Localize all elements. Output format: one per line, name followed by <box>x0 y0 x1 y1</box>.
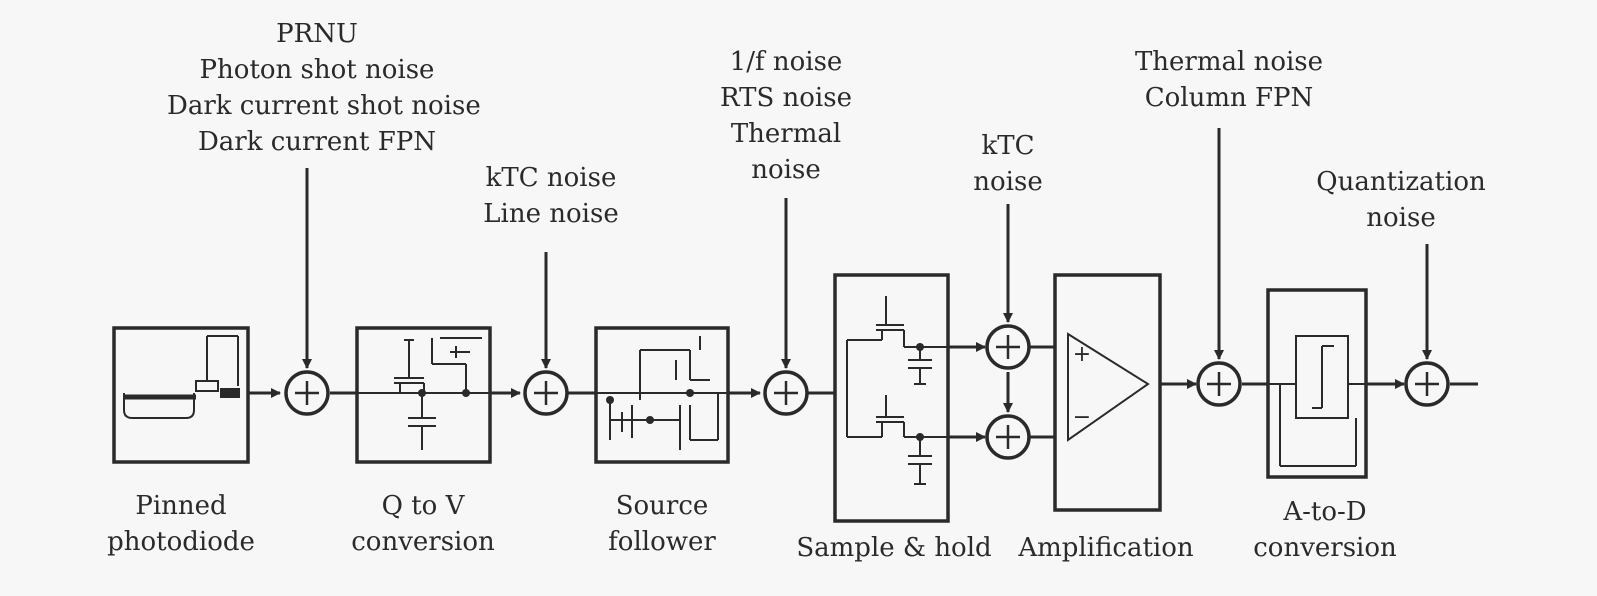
noise-quantization: Quantization <box>1316 167 1486 197</box>
summing-node-5 <box>1196 361 1242 407</box>
block-label-amplification-l1: Amplification <box>1018 533 1194 563</box>
block-label-source-follower: Source follower <box>582 488 742 560</box>
block-label-source-follower-l1: Source <box>615 491 709 521</box>
block-label-amplification: Amplification <box>1014 530 1198 566</box>
noise-thermal-1: Thermal <box>730 119 842 149</box>
noise-quantization-b: noise <box>1366 203 1436 233</box>
summing-node-4a <box>985 324 1031 370</box>
noise-dark-current-shot: Dark current shot noise <box>167 91 481 121</box>
noise-label-photodiode: PRNU Photon shot noise Dark current shot… <box>167 16 481 160</box>
block-label-sample-hold-l1: Sample & hold <box>796 533 992 563</box>
noise-line: Line noise <box>483 199 619 229</box>
summing-node-3 <box>763 370 809 416</box>
noise-photon-shot: Photon shot noise <box>199 55 435 85</box>
noise-thermal-2: Thermal noise <box>1134 47 1324 77</box>
noise-label-source-follower: 1/f noise RTS noise Thermal noise <box>711 44 861 188</box>
noise-column-fpn: Column FPN <box>1144 83 1314 113</box>
noise-label-sample-hold: kTC noise <box>958 128 1058 200</box>
noise-ktc-1: kTC noise <box>485 163 617 193</box>
block-pinned-photodiode <box>112 326 250 464</box>
block-label-q-to-v-l1: Q to V <box>381 491 465 521</box>
block-label-adc-l2: conversion <box>1253 533 1397 563</box>
block-label-adc-l1: A-to-D <box>1283 497 1367 527</box>
block-source-follower <box>594 326 730 464</box>
noise-dark-current-fpn: Dark current FPN <box>197 127 437 157</box>
block-label-source-follower-l2: follower <box>608 527 716 557</box>
block-label-photodiode-l1: Pinned <box>135 491 227 521</box>
summing-node-6 <box>1404 361 1450 407</box>
block-label-photodiode: Pinned photodiode <box>96 488 266 560</box>
amp-minus-sign: − <box>1073 405 1091 430</box>
noise-ktc-2b: noise <box>973 167 1043 197</box>
block-amplification <box>1053 273 1162 512</box>
noise-label-adc: Quantization noise <box>1309 164 1493 236</box>
noise-1f: 1/f noise <box>729 47 843 77</box>
noise-thermal-1b: noise <box>751 155 821 185</box>
block-label-q-to-v: Q to V conversion <box>338 488 508 560</box>
noise-label-reset: kTC noise Line noise <box>466 160 636 232</box>
summing-node-4b <box>985 414 1031 460</box>
block-adc <box>1266 288 1368 479</box>
summing-node-1 <box>284 370 330 416</box>
noise-ktc-2: kTC <box>981 131 1035 161</box>
summing-node-2 <box>523 370 569 416</box>
amp-plus-sign: + <box>1073 342 1091 367</box>
block-label-sample-hold: Sample & hold <box>796 530 992 566</box>
block-label-adc: A-to-D conversion <box>1242 494 1408 566</box>
noise-rts: RTS noise <box>720 83 852 113</box>
block-sample-hold <box>833 273 950 523</box>
noise-label-column: Thermal noise Column FPN <box>1124 44 1334 116</box>
block-q-to-v <box>355 326 492 464</box>
block-label-photodiode-l2: photodiode <box>107 527 255 557</box>
noise-prnu: PRNU <box>276 19 358 49</box>
block-label-q-to-v-l2: conversion <box>351 527 495 557</box>
